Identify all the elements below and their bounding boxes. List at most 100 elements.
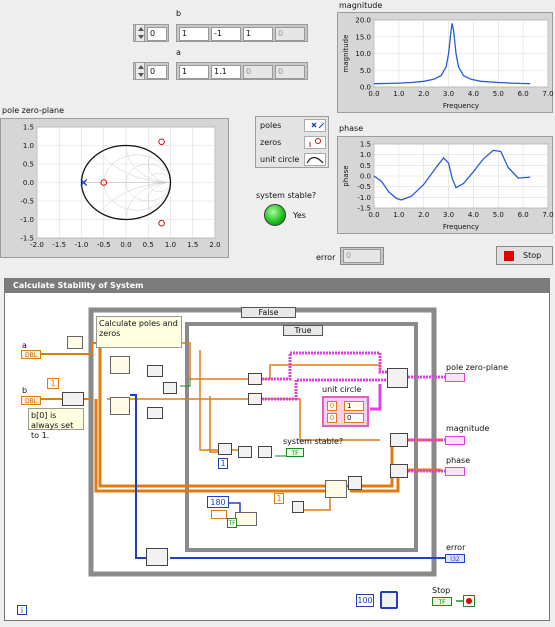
constant-180-value: 180 bbox=[210, 498, 226, 507]
bundle-node-mag[interactable] bbox=[390, 433, 408, 447]
a-index-control[interactable]: 0 bbox=[133, 62, 169, 80]
a-element-0[interactable]: 1 bbox=[179, 65, 209, 79]
ph-ytick-5: -1.0 bbox=[357, 194, 371, 202]
array-subset-node[interactable] bbox=[67, 336, 83, 349]
case-selector-true-label: True bbox=[294, 326, 312, 335]
build-array-node[interactable] bbox=[62, 392, 84, 406]
b-element-2[interactable]: 1 bbox=[243, 27, 273, 41]
b-array: 1 -1 1 0 bbox=[176, 24, 308, 42]
mag-xtick-1: 1.0 bbox=[393, 90, 404, 98]
freq-response-node[interactable] bbox=[325, 480, 347, 498]
tf-constant-value: TF bbox=[228, 520, 236, 527]
terminal-b[interactable]: DBL bbox=[21, 396, 41, 405]
abs-node-b[interactable] bbox=[147, 407, 163, 419]
stop-button[interactable]: Stop bbox=[496, 246, 553, 265]
zero-marker-2 bbox=[158, 219, 165, 227]
a-label: a bbox=[176, 48, 181, 57]
terminal-magnitude[interactable] bbox=[445, 436, 465, 445]
ph-xtick-1: 1.0 bbox=[393, 211, 404, 219]
a-index-value[interactable]: 0 bbox=[147, 65, 167, 79]
abs-node-a[interactable] bbox=[147, 365, 163, 377]
constant-1[interactable]: 1 bbox=[47, 378, 59, 389]
bd-error-label: error bbox=[446, 543, 466, 552]
ramp-node[interactable] bbox=[235, 512, 257, 526]
terminal-error[interactable]: I32 bbox=[445, 554, 465, 563]
bundle-node-pz[interactable] bbox=[387, 368, 408, 388]
system-stable-value: Yes bbox=[293, 211, 306, 220]
legend-poles-swatch[interactable] bbox=[304, 119, 326, 132]
bundle-node-phase[interactable] bbox=[390, 464, 408, 478]
constant-1-divide[interactable]: 1 bbox=[274, 493, 284, 504]
cluster-item-0a[interactable]: 0 bbox=[327, 401, 337, 411]
b-element-0[interactable]: 1 bbox=[179, 27, 209, 41]
cluster-item-0c[interactable]: 0 bbox=[344, 413, 364, 423]
block-diagram-title: Calculate Stability of System bbox=[5, 279, 549, 293]
legend-unit-circle-swatch[interactable] bbox=[304, 153, 326, 166]
case-selector-false[interactable]: False bbox=[241, 307, 296, 318]
magnitude-title: magnitude bbox=[339, 1, 383, 10]
smith-reactance-arc-bottom-2 bbox=[148, 182, 171, 220]
not-node[interactable] bbox=[258, 446, 272, 458]
terminal-pole-zero[interactable] bbox=[445, 373, 465, 382]
cluster-item-0c-value: 0 bbox=[347, 414, 352, 422]
divide-node[interactable] bbox=[292, 501, 304, 513]
bd-stop-label: Stop bbox=[432, 586, 451, 595]
terminal-a[interactable]: DBL bbox=[21, 350, 41, 359]
terminal-phase[interactable] bbox=[445, 467, 465, 476]
info-icon[interactable]: i bbox=[17, 605, 27, 615]
system-stable-led bbox=[264, 204, 286, 226]
mag-xtick-0: 0.0 bbox=[368, 90, 379, 98]
a-element-3[interactable]: 0 bbox=[275, 65, 305, 79]
wait-ms-icon[interactable] bbox=[380, 591, 398, 609]
constant-1-true[interactable]: 1 bbox=[218, 458, 228, 469]
merge-errors-node[interactable] bbox=[146, 548, 168, 566]
legend-zeros-swatch[interactable] bbox=[304, 136, 326, 149]
a-index-spinner[interactable] bbox=[135, 62, 145, 80]
unit-circle-cluster[interactable]: 0 1 0 0 bbox=[322, 396, 369, 427]
roots-node-b[interactable] bbox=[110, 397, 130, 415]
case-selector-true[interactable]: True bbox=[283, 325, 323, 336]
pz-xtick-6: 1.0 bbox=[165, 241, 176, 249]
a-element-2[interactable]: 0 bbox=[243, 65, 273, 79]
compare-node[interactable] bbox=[163, 382, 177, 394]
constant-100[interactable]: 100 bbox=[356, 594, 374, 607]
case-selector-false-label: False bbox=[258, 308, 279, 317]
complex-node-a[interactable] bbox=[248, 373, 262, 385]
and-node-a[interactable] bbox=[218, 443, 232, 455]
complex-node-b[interactable] bbox=[248, 393, 262, 405]
roots-node-a[interactable] bbox=[110, 356, 130, 374]
tf-constant[interactable]: TF bbox=[227, 518, 237, 528]
mag-ytick-0: 20.0 bbox=[355, 17, 371, 25]
mag-series-line bbox=[373, 23, 531, 85]
terminal-system-stable[interactable]: TF bbox=[286, 448, 304, 457]
cluster-item-0b[interactable]: 0 bbox=[327, 413, 337, 423]
mag-xtick-2: 2.0 bbox=[418, 90, 429, 98]
b-index-spinner[interactable] bbox=[135, 24, 145, 42]
b-index-control[interactable]: 0 bbox=[133, 24, 169, 42]
loop-condition-stop-icon[interactable] bbox=[463, 595, 475, 607]
and-node-b[interactable] bbox=[238, 446, 252, 458]
ph-ytick-6: -1.5 bbox=[357, 205, 371, 213]
ph-xtick-2: 2.0 bbox=[418, 211, 429, 219]
mag-ytick-2: 10.0 bbox=[355, 50, 371, 58]
mag-ytick-3: 5.0 bbox=[360, 67, 371, 75]
pz-xtick-1: -1.5 bbox=[52, 241, 66, 249]
system-stable-label: system stable? bbox=[256, 191, 317, 200]
cluster-item-1[interactable]: 1 bbox=[344, 401, 364, 411]
b-index-value[interactable]: 0 bbox=[147, 27, 167, 41]
terminal-a-type: DBL bbox=[24, 352, 38, 359]
multiply-node[interactable] bbox=[348, 476, 362, 490]
pole-zero-title: pole zero-plane bbox=[2, 106, 65, 115]
terminal-stop[interactable]: TF bbox=[432, 597, 452, 606]
legend-zeros: zeros bbox=[260, 138, 281, 147]
a-element-1[interactable]: 1.1 bbox=[211, 65, 241, 79]
legend-poles-label: poles bbox=[260, 121, 282, 130]
constant-0-orange[interactable] bbox=[211, 510, 227, 519]
cluster-item-0b-value: 0 bbox=[329, 414, 335, 422]
ph-series-line bbox=[373, 149, 531, 201]
b-element-1[interactable]: -1 bbox=[211, 27, 241, 41]
constant-180[interactable]: 180 bbox=[207, 496, 229, 508]
b-element-3[interactable]: 0 bbox=[275, 27, 305, 41]
error-value: 0 bbox=[343, 249, 381, 263]
